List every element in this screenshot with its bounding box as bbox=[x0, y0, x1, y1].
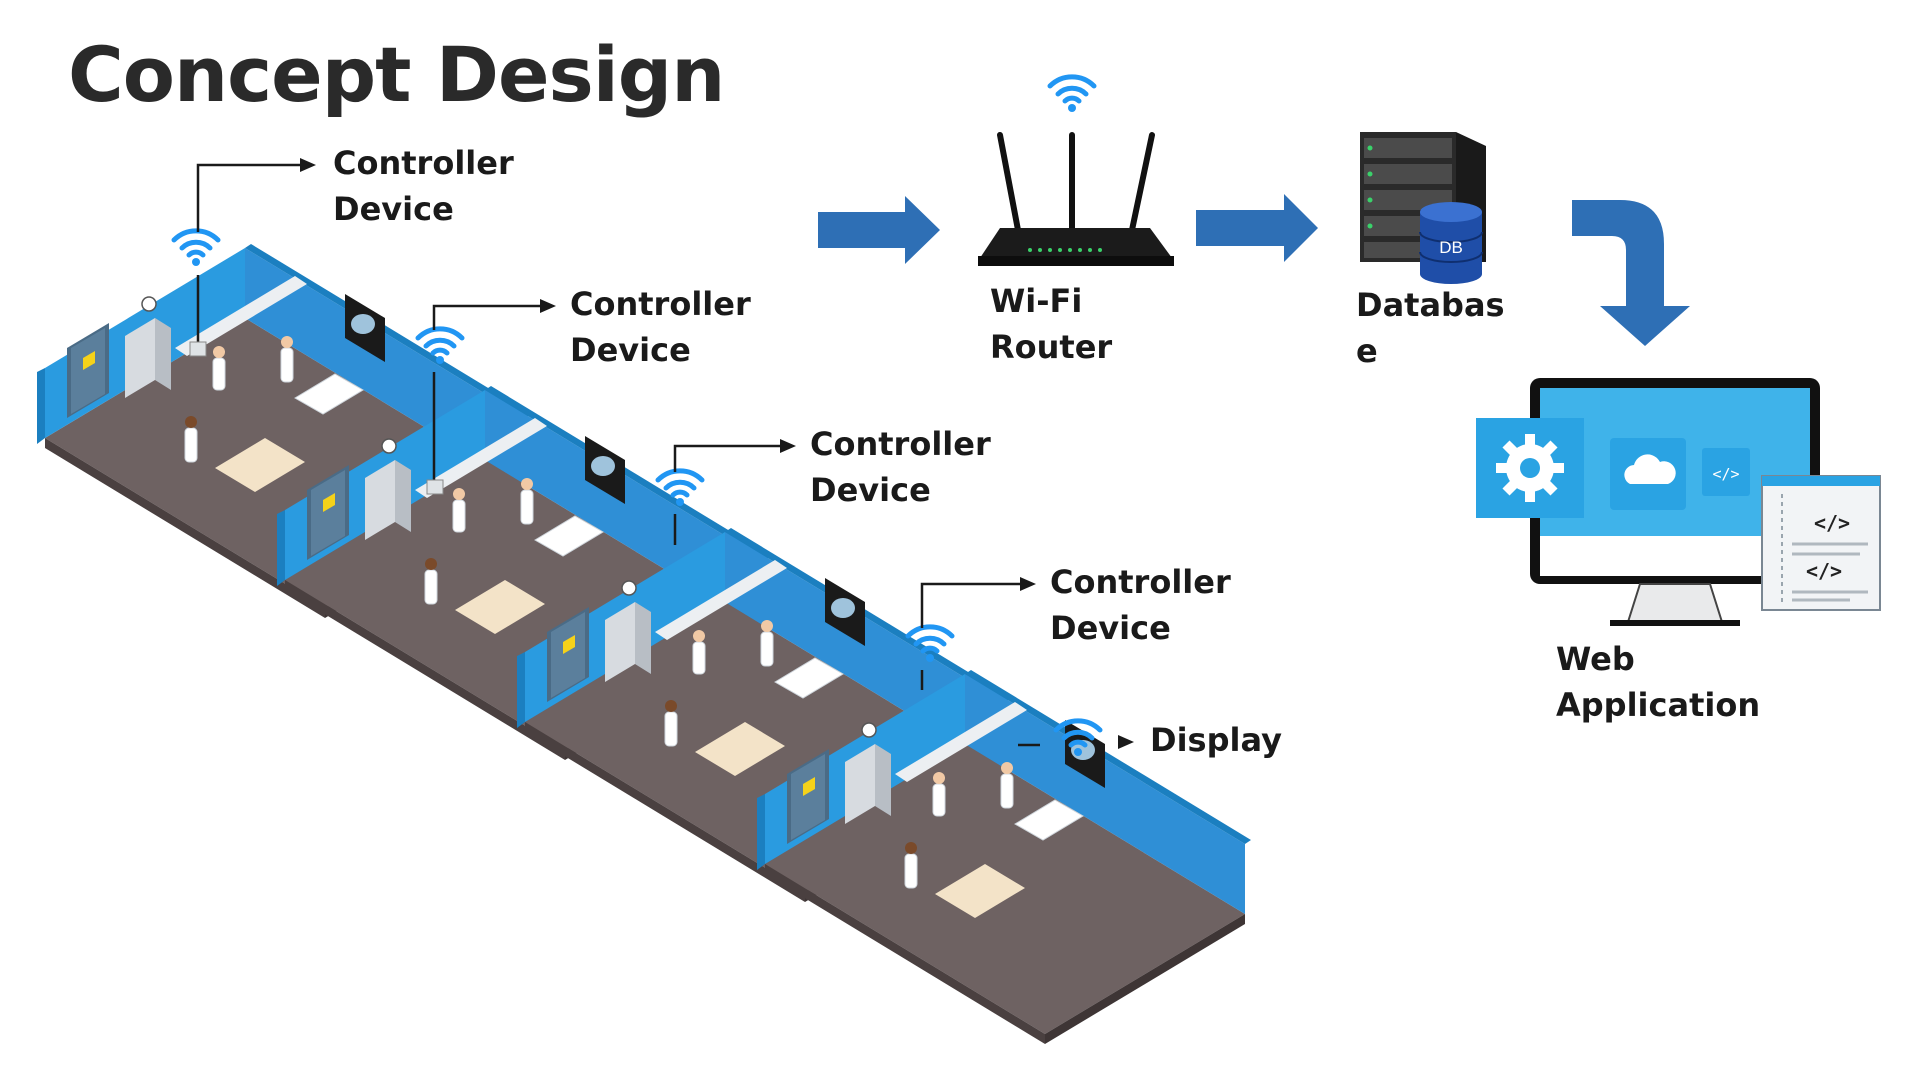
svg-text:</>: </> bbox=[1806, 559, 1842, 583]
svg-text:</>: </> bbox=[1712, 465, 1739, 483]
code-icon: </> bbox=[1702, 448, 1750, 496]
router-icon bbox=[978, 77, 1174, 266]
database-icon: DB bbox=[1419, 202, 1483, 284]
flow-arrow bbox=[1196, 194, 1318, 262]
cloud-icon bbox=[1610, 438, 1686, 510]
db-badge: DB bbox=[1439, 238, 1463, 257]
page-title: Concept Design bbox=[68, 30, 725, 119]
flow-arrow bbox=[818, 196, 940, 264]
code-window-icon: </> </> bbox=[1761, 475, 1881, 611]
svg-text:</>: </> bbox=[1814, 511, 1850, 535]
wifi-icon bbox=[174, 231, 218, 266]
display-label: Display bbox=[1150, 721, 1282, 759]
flow-arrow-down bbox=[1572, 200, 1690, 346]
gear-icon bbox=[1476, 418, 1584, 518]
